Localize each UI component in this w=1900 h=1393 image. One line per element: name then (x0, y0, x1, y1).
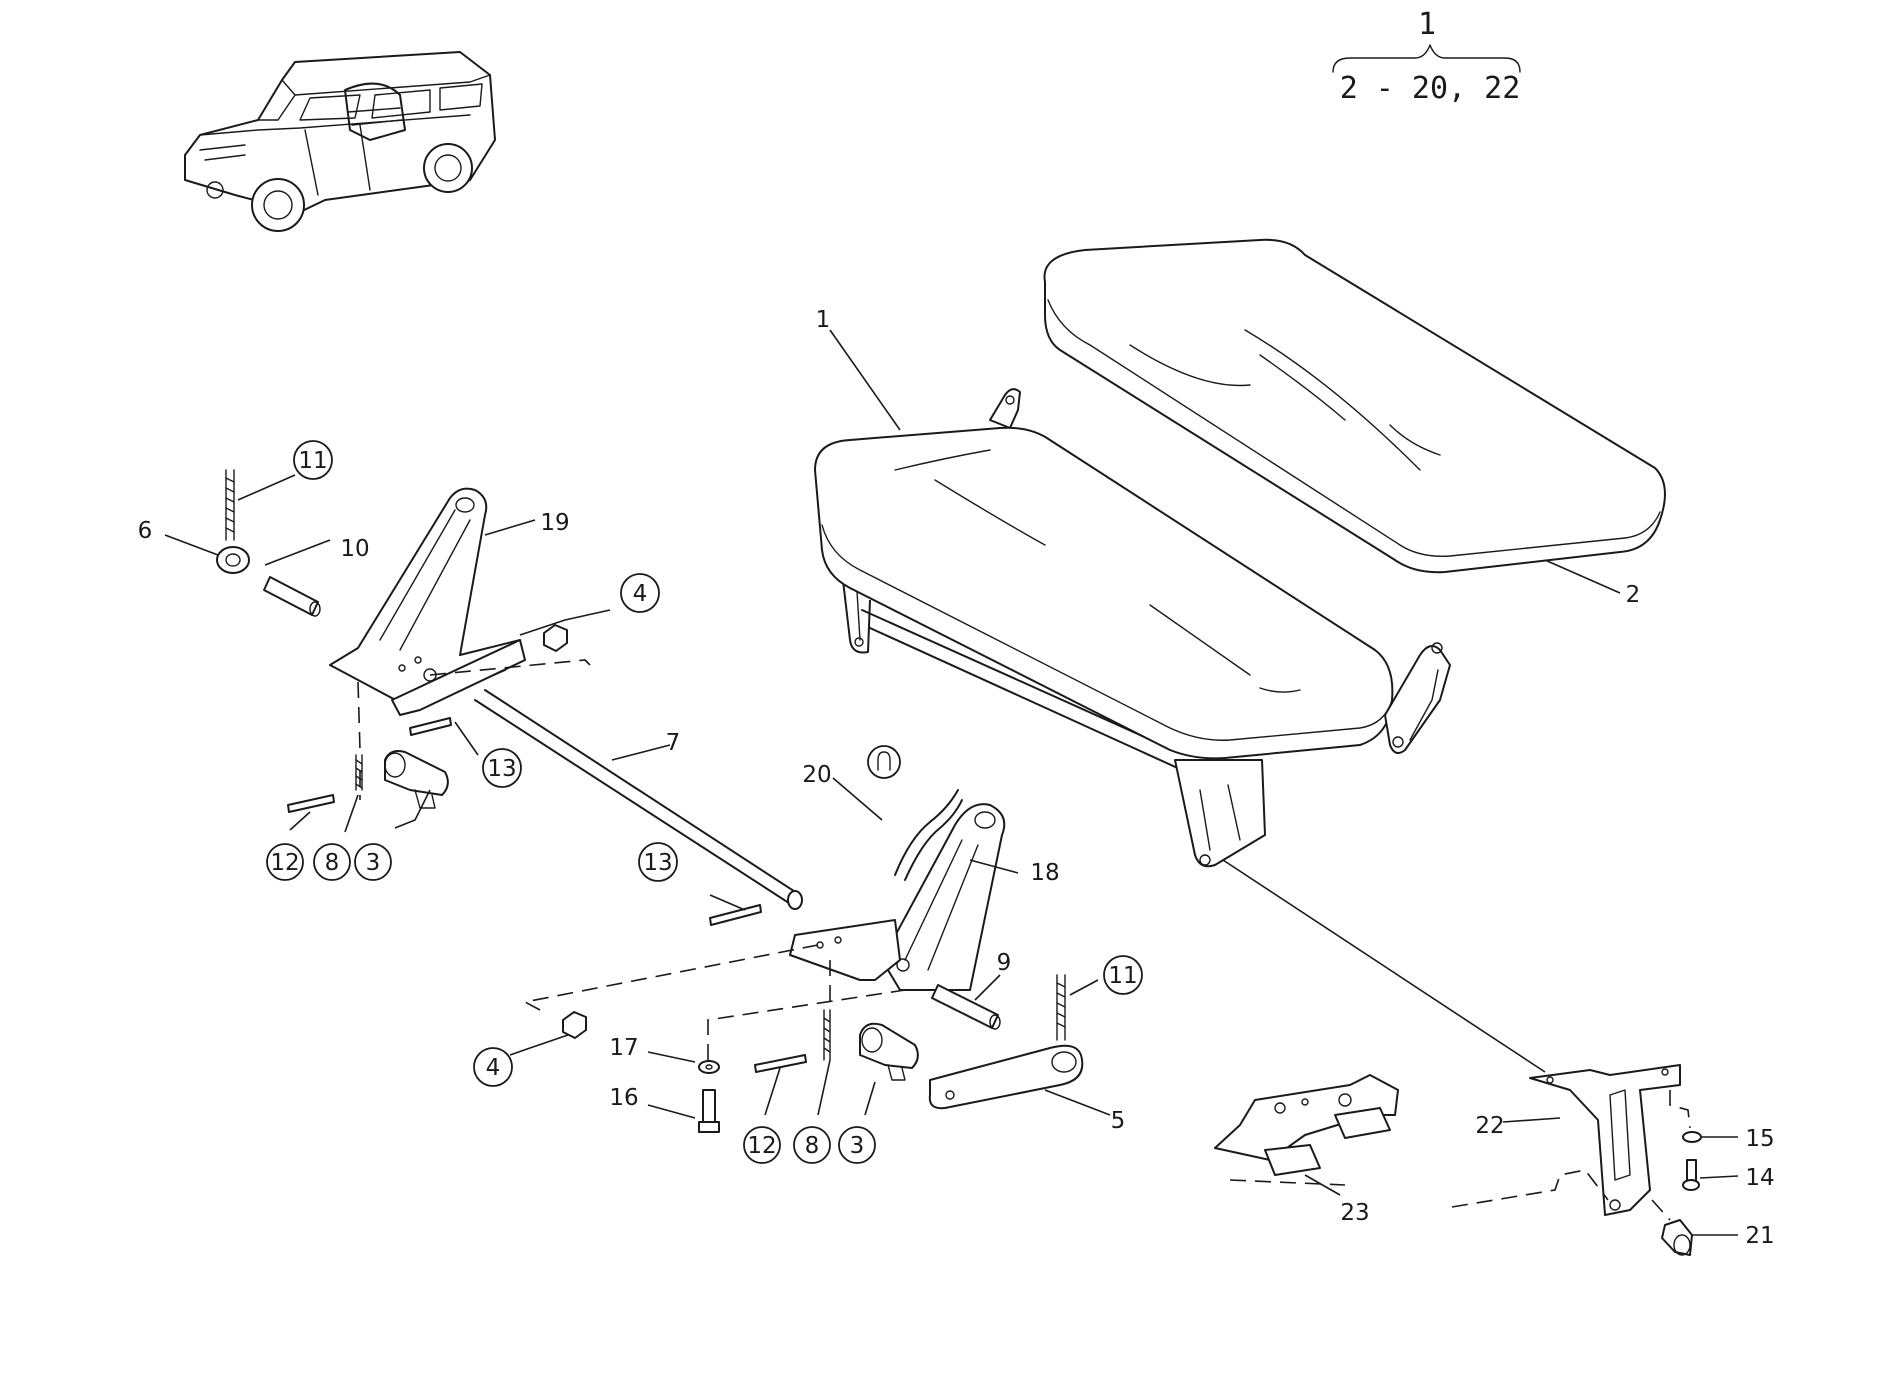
connecting-rod (474, 689, 803, 910)
callout-13-lower: 13 (643, 850, 672, 876)
washer-15 (1682, 1131, 1702, 1143)
mount-bracket-22 (1529, 1064, 1681, 1216)
callout-6: 6 (138, 518, 153, 544)
vehicle-thumbnail (184, 51, 496, 232)
latch-3-left (384, 750, 449, 809)
spring-11-right (1056, 974, 1066, 1041)
callout-8-left: 8 (325, 850, 340, 876)
callout-17: 17 (609, 1035, 638, 1061)
screw-14 (1682, 1159, 1700, 1191)
mount-plate-23 (1214, 1074, 1399, 1176)
callout-21: 21 (1745, 1223, 1774, 1249)
leader-lines (164, 329, 1739, 1236)
latch-3-right (859, 1022, 919, 1081)
right-hinge-bracket (789, 803, 1006, 991)
callout-12-right: 12 (747, 1133, 776, 1159)
callout-8-right: 8 (805, 1133, 820, 1159)
header-top-number: 1 (1418, 7, 1436, 42)
seal-symbol-icon (867, 745, 901, 779)
callout-11-right: 11 (1108, 963, 1137, 989)
callout-2: 2 (1626, 582, 1641, 608)
callout-3-right: 3 (850, 1133, 865, 1159)
pin-13-upper (409, 717, 452, 736)
spring-8-right (823, 1009, 831, 1061)
callout-1: 1 (816, 307, 831, 333)
assembly-range-header: 1 2 - 20, 22 (1332, 7, 1521, 106)
pin-13-lower (709, 904, 762, 926)
callout-5: 5 (1111, 1108, 1126, 1134)
callout-18: 18 (1030, 860, 1059, 886)
nut-4-lower (562, 1011, 587, 1039)
callout-23: 23 (1340, 1200, 1369, 1226)
callout-13-upper: 13 (487, 756, 516, 782)
callout-11-left: 11 (298, 448, 327, 474)
callout-14: 14 (1745, 1165, 1774, 1191)
release-handle (928, 1044, 1084, 1110)
callout-20: 20 (802, 762, 831, 788)
header-range: 2 - 20, 22 (1340, 71, 1521, 106)
pin-10 (263, 576, 321, 617)
pin-9 (931, 984, 1001, 1030)
bolt-21 (1661, 1219, 1693, 1256)
callout-19: 19 (540, 510, 569, 536)
callout-4-upper: 4 (633, 581, 648, 607)
callout-10: 10 (340, 536, 369, 562)
nut-4-upper (543, 624, 568, 652)
callout-4-lower: 4 (486, 1055, 501, 1081)
part-callouts: 1 2 3 3 4 4 5 6 7 8 8 9 10 11 11 12 12 1… (138, 307, 1775, 1249)
spring-11-left (225, 469, 235, 541)
rubber-seal (894, 789, 963, 881)
seat-cushion-assembly (814, 388, 1451, 868)
callout-12-left: 12 (270, 850, 299, 876)
left-hinge-bracket (329, 487, 526, 716)
seat-backrest-cushion (1043, 238, 1666, 574)
spring-8-left (355, 754, 363, 791)
pin-12-right (754, 1054, 807, 1073)
callout-15: 15 (1745, 1126, 1774, 1152)
header-brace (1332, 44, 1521, 73)
washer-17 (698, 1060, 720, 1074)
pin-12-left (287, 794, 335, 813)
bolt-16 (698, 1089, 720, 1133)
callout-3-left: 3 (366, 850, 381, 876)
bushing-6 (216, 546, 250, 574)
callout-9: 9 (997, 950, 1012, 976)
callout-22: 22 (1475, 1113, 1504, 1139)
callout-7: 7 (666, 730, 681, 756)
assembly-dashed-lines (357, 659, 1691, 1221)
callout-16: 16 (609, 1085, 638, 1111)
